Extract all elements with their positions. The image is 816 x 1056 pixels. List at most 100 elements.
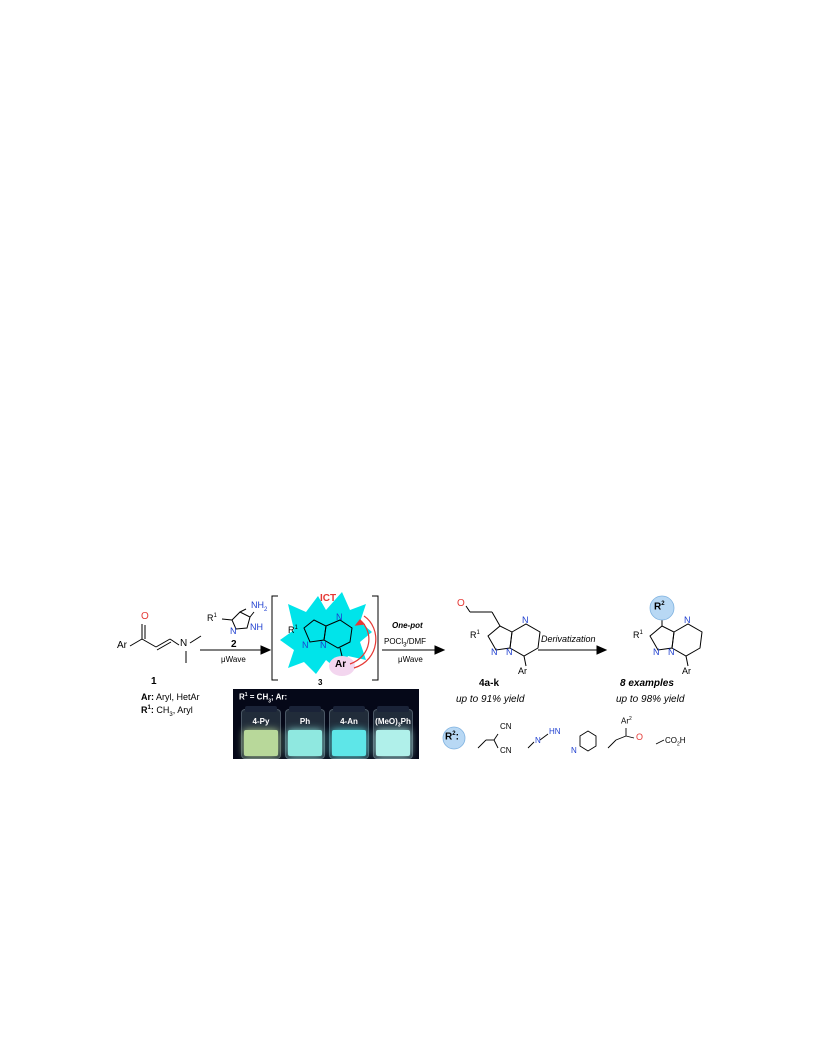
r2-co2h-tail: H: [679, 736, 686, 745]
compound-2-r1: R1: [207, 613, 217, 623]
compound-1-nitrogen: N: [180, 638, 188, 649]
product-n2: N: [653, 647, 660, 657]
vial-label: (MeO)3Ph: [374, 717, 412, 729]
compound-4-r1-sup: 1: [476, 630, 480, 636]
step-2-reagent-b: /DMF: [406, 637, 427, 646]
ar-value: Aryl, HetAr: [156, 692, 200, 702]
r1-value-tail: , Aryl: [172, 705, 193, 715]
compound-4-n3: N: [506, 647, 513, 657]
vial-cap: [377, 706, 409, 712]
r2-ar2: Ar2: [621, 716, 632, 726]
ar-label: Ar:: [141, 692, 154, 702]
vial-4-py: 4-Py: [241, 706, 281, 759]
vial-4-an: 4-An: [329, 706, 369, 759]
step-1-condition: μWave: [221, 655, 246, 664]
product-skeleton: [649, 618, 703, 667]
product-r2-sup: 2: [661, 601, 665, 607]
vial-label: 4-An: [340, 717, 358, 726]
product-r1: R1: [633, 630, 643, 640]
vial-liquid: [332, 730, 366, 756]
ict-label: ICT: [320, 593, 337, 604]
vial-label: Ph: [299, 717, 311, 726]
bracket-compound-3: [271, 595, 379, 681]
product-examples: 8 examples: [620, 678, 674, 689]
compound-1-skeleton: [129, 624, 202, 663]
compound-1-number: 1: [151, 676, 157, 687]
photo-title-mid: = CH: [247, 692, 269, 702]
ict-star: [280, 592, 372, 674]
step-2-reagent-a: POCl: [384, 637, 404, 646]
r2-co2h-sub: 2: [677, 741, 680, 748]
compound-4-skeleton: [465, 605, 541, 667]
r2-hydrazone-hn: HN: [549, 727, 561, 736]
compound-2-amine-sub: 2: [264, 606, 268, 613]
step-2-reagent-sub: 3: [403, 642, 407, 649]
vial-label-tail: Ph: [400, 717, 411, 726]
compound-3-skeleton: [303, 619, 353, 657]
arrow-derivatization: [538, 645, 608, 655]
photo-title-sub: 3: [268, 698, 272, 705]
r2-co2h-a: CO: [665, 736, 677, 745]
r2-legend-label: R2:: [445, 731, 459, 742]
vial-liquid: [244, 730, 278, 756]
compound-4-number: 4a-k: [479, 678, 500, 689]
photo-title-r: R: [239, 692, 245, 702]
compound-3-r1: R1: [288, 625, 298, 635]
compound-1-r1-definition: R1: CH3, Aryl: [141, 705, 193, 718]
vial-ph: Ph: [285, 706, 325, 759]
product-yield: up to 98% yield: [616, 694, 685, 705]
r2-legend-colon: :: [455, 731, 459, 743]
r2-ketone-o: O: [636, 732, 644, 742]
r1-label: R: [141, 705, 148, 715]
r2-ar2-sup: 2: [629, 716, 632, 722]
compound-4-n2: N: [491, 647, 498, 657]
compound-3-n2: N: [302, 640, 309, 650]
photo-title-tail: ; Ar:: [271, 692, 288, 702]
r2-cn-2: CN: [500, 746, 512, 755]
r2-hydrazone-n: N: [535, 736, 541, 745]
product-n1: N: [684, 615, 691, 625]
photo-title-sup: 1: [244, 692, 248, 698]
vial-cap: [245, 706, 277, 712]
compound-1-oxygen: O: [141, 611, 149, 622]
r1-label-sep: :: [150, 705, 154, 715]
step-2-one-pot: One-pot: [392, 621, 423, 630]
vial-liquid: [288, 730, 322, 756]
compound-1-ar-definition: Ar: Aryl, HetAr: [141, 692, 200, 702]
derivatization-label: Derivatization: [541, 634, 596, 644]
step-2-condition: μWave: [398, 655, 423, 664]
ar-highlight: [329, 656, 355, 676]
arrow-step-1: [200, 645, 272, 655]
compound-2-skeleton: [221, 608, 255, 630]
r1-value-sub: 3: [169, 711, 173, 718]
product-r2: R2: [654, 601, 665, 612]
compound-3-r1-letter: R: [288, 625, 295, 635]
compound-2-r1-sup: 1: [213, 613, 217, 619]
compound-4-n1: N: [522, 615, 529, 625]
arrow-step-2: [382, 645, 446, 655]
compound-3-n1: N: [336, 612, 343, 622]
r1-value: CH: [156, 705, 170, 715]
photo-title: R1 = CH3; Ar:: [239, 692, 287, 704]
compound-4-ar: Ar: [518, 666, 527, 676]
compound-2-number: 2: [231, 639, 237, 650]
compound-2-n: N: [230, 626, 237, 636]
compound-2-nh: NH: [250, 622, 263, 632]
vial-label-sub: 3: [397, 722, 401, 729]
r2-carboxylic-acid: CO2H: [665, 736, 686, 748]
compound-3-n3: N: [320, 640, 327, 650]
vial-liquid: [376, 730, 410, 756]
compound-1-ar-group: Ar: [117, 640, 127, 651]
r2-legend-fragments: [477, 728, 665, 752]
compound-4-r1: R1: [470, 630, 480, 640]
r2-ar2-letters: Ar: [621, 716, 629, 726]
product-r2-letter: R: [654, 601, 662, 613]
vial-cap: [333, 706, 365, 712]
vial-label-main: (MeO): [375, 717, 398, 726]
ict-arrows: [349, 615, 377, 669]
vial-label: 4-Py: [252, 717, 270, 726]
r2-legend-highlight: [442, 726, 466, 750]
fluorescence-photo: R1 = CH3; Ar: 4-Py Ph 4-An (MeO)3Ph: [233, 689, 419, 759]
r2-cn-1: CN: [500, 722, 512, 731]
